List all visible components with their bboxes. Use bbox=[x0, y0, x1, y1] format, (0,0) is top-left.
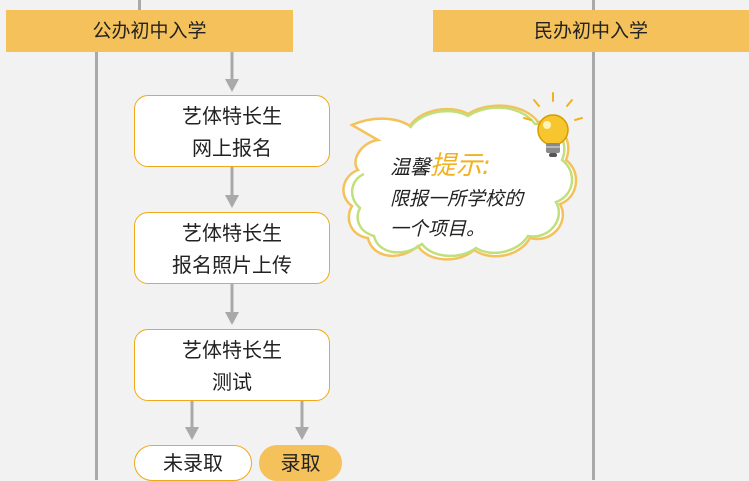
arrow-head bbox=[225, 79, 239, 92]
outcome-not-admitted: 未录取 bbox=[134, 445, 252, 481]
step-label-line2: 网上报名 bbox=[192, 136, 272, 160]
step-test: 艺体特长生 测试 bbox=[134, 329, 330, 401]
step-label-line2: 测试 bbox=[212, 370, 252, 394]
tip-line-2: 一个项目。 bbox=[390, 218, 486, 240]
step-online-registration: 艺体特长生 网上报名 bbox=[134, 95, 330, 167]
arrow-head bbox=[295, 427, 309, 440]
cloud-shape-yellow bbox=[342, 104, 578, 261]
step-label-line1: 艺体特长生 bbox=[182, 221, 282, 245]
cloud-shape-green bbox=[351, 106, 574, 258]
tip-title-highlight: 提示: bbox=[430, 151, 491, 181]
tip-title: 温馨提示: bbox=[390, 145, 491, 182]
top-connector-left bbox=[138, 0, 141, 10]
arrow-head bbox=[185, 427, 199, 440]
step-label-line2: 报名照片上传 bbox=[172, 253, 292, 277]
right-boundary-line bbox=[592, 52, 595, 480]
outcome-admitted: 录取 bbox=[259, 445, 342, 481]
public-school-header: 公办初中入学 bbox=[6, 10, 293, 52]
tip-title-prefix: 温馨 bbox=[390, 155, 430, 179]
private-school-header: 民办初中入学 bbox=[433, 10, 749, 52]
tip-line-1: 限报一所学校的 bbox=[390, 188, 524, 210]
top-connector-right bbox=[592, 0, 595, 10]
arrow-head bbox=[225, 312, 239, 325]
step-label-line1: 艺体特长生 bbox=[182, 338, 282, 362]
arrow-head bbox=[225, 195, 239, 208]
step-label-line1: 艺体特长生 bbox=[182, 104, 282, 128]
step-photo-upload: 艺体特长生 报名照片上传 bbox=[134, 212, 330, 284]
lightbulb-icon bbox=[523, 92, 583, 157]
left-boundary-line bbox=[95, 52, 98, 480]
